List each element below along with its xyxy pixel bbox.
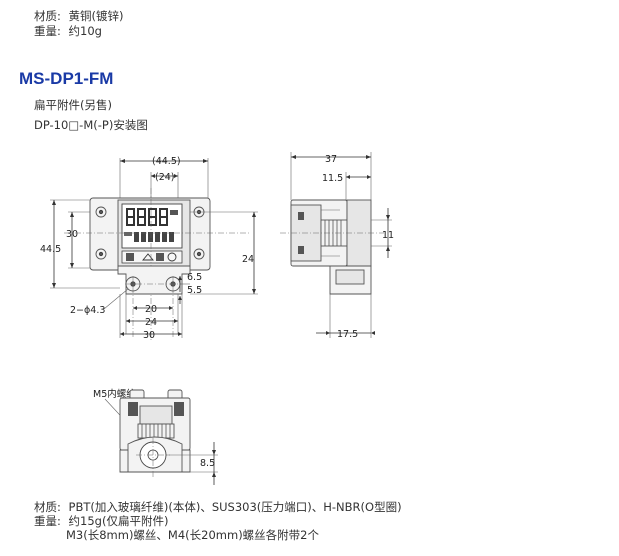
- top-material-line: 材质: 黄铜(镀锌): [34, 9, 124, 24]
- dim-small-1: 6.5: [187, 272, 202, 283]
- dim-height-inner: 30: [66, 229, 78, 240]
- dim-small-2: 5.5: [187, 285, 202, 296]
- bottom-view: M5内螺纹 8.5: [93, 388, 218, 485]
- drawing-title: DP-10□-M(-P)安装图: [34, 118, 148, 132]
- bottom-material-line: 材质: PBT(加入玻璃纤维)(本体)、SUS303(压力端口)、H-NBR(O…: [34, 500, 402, 515]
- front-view: (44.5) (24) 44.5 30: [40, 156, 258, 341]
- dim-width-inner: (24): [155, 172, 175, 183]
- product-model-title: MS-DP1-FM: [19, 69, 114, 88]
- dim-bottom-outer: 30: [143, 330, 155, 341]
- dim-bottom-inner: 24: [145, 317, 157, 328]
- dim-width-top: (44.5): [152, 156, 181, 167]
- dim-right-height: 24: [242, 254, 254, 265]
- dim-hole-pitch: 20: [145, 304, 157, 315]
- top-weight-label: 重量:: [34, 24, 61, 38]
- bottom-weight-value: 约15g(仅扁平附件): [68, 514, 169, 528]
- side-dim-offset: 11.5: [322, 173, 343, 184]
- side-dim-depth: 37: [325, 154, 337, 165]
- top-material-value: 黄铜(镀锌): [68, 9, 124, 23]
- bottom-material-label: 材质:: [34, 500, 61, 514]
- side-dim-bottom: 17.5: [337, 329, 358, 340]
- bottom-material-value: PBT(加入玻璃纤维)(本体)、SUS303(压力端口)、H-NBR(O型圈): [68, 500, 402, 514]
- bottom-weight-label: 重量:: [34, 514, 61, 528]
- bottom-dim-height: 8.5: [200, 458, 215, 469]
- bottom-weight-line: 重量: 约15g(仅扁平附件): [34, 514, 168, 529]
- thread-label: M5内螺纹: [93, 388, 136, 400]
- product-subtitle: 扁平附件(另售): [34, 98, 112, 112]
- dim-height-outer: 44.5: [40, 244, 61, 255]
- hole-label: 2−ϕ4.3: [70, 305, 105, 316]
- side-dim-height: 11: [382, 230, 394, 241]
- side-view: 37 11.5 11: [280, 152, 394, 340]
- top-weight-value: 约10g: [68, 24, 102, 38]
- screw-note: M3(长8mm)螺丝、M4(长20mm)螺丝各附带2个: [66, 528, 319, 542]
- top-weight-line: 重量: 约10g: [34, 24, 102, 39]
- top-material-label: 材质:: [34, 9, 61, 23]
